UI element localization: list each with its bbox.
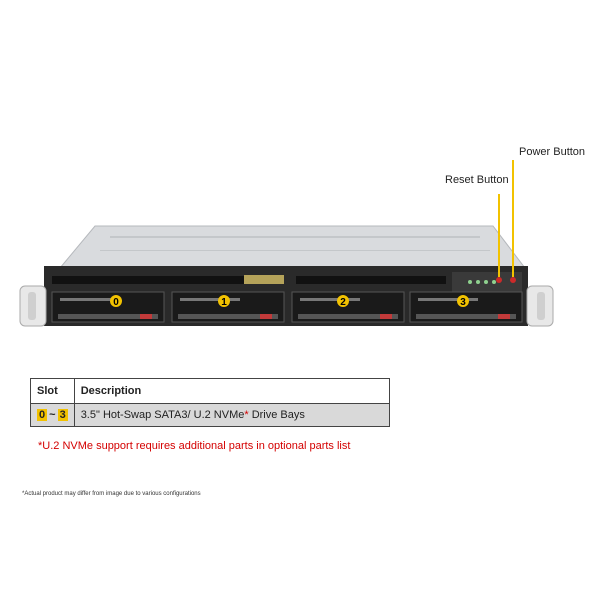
chassis-top-texture [100, 236, 490, 251]
description-text: 3.5" Hot-Swap SATA3/ U.2 NVMe [80, 409, 245, 421]
bay-number: 3 [460, 297, 466, 308]
nvme-note: *U.2 NVMe support requires additional pa… [38, 440, 351, 452]
bay-badge-3: 3 [457, 295, 469, 308]
bay-badge-0: 0 [110, 295, 122, 308]
bay-number: 1 [221, 297, 227, 308]
bay-number: 2 [340, 297, 346, 308]
description-asterisk: * [244, 409, 249, 421]
chassis-top [58, 225, 527, 269]
reset-button-label: Reset Button [445, 174, 509, 186]
header-slot: Slot [30, 378, 75, 404]
bay-badge-1: 1 [218, 295, 230, 308]
slot-end-badge: 3 [57, 409, 68, 421]
right-rack-ear [526, 285, 554, 327]
bay-number: 0 [113, 297, 119, 308]
left-rack-ear [19, 285, 47, 327]
disclaimer-text: *Actual product may differ from image du… [22, 491, 201, 497]
table-header-row: Slot Description [30, 378, 391, 404]
vent-strip [52, 276, 446, 284]
slot-start-badge: 0 [37, 409, 48, 421]
slot-separator: ~ [49, 409, 56, 421]
table-row: 0~3 3.5" Hot-Swap SATA3/ U.2 NVMe* Drive… [30, 403, 391, 427]
description-suffix: Drive Bays [248, 409, 305, 421]
cell-description: 3.5" Hot-Swap SATA3/ U.2 NVMe* Drive Bay… [73, 403, 391, 427]
bay-badge-2: 2 [337, 295, 349, 308]
reset-button-icon [496, 277, 502, 283]
cell-slot: 0~3 [30, 403, 75, 427]
model-plate [244, 275, 284, 284]
power-button-label: Power Button [519, 146, 586, 158]
power-button-icon [510, 277, 516, 283]
header-description: Description [73, 378, 391, 404]
slot-table: Slot Description 0~3 3.5" Hot-Swap SATA3… [30, 378, 391, 427]
